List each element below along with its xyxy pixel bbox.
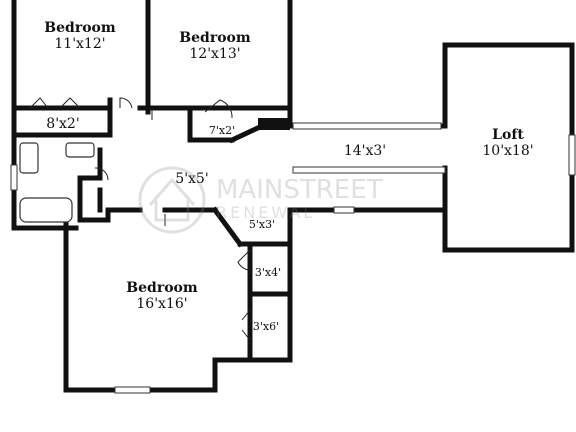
- bathtub-icon: [19, 197, 73, 223]
- closet-n-size: 7'x2': [209, 124, 235, 137]
- bedroom-nw-size: 11'x12': [54, 36, 105, 52]
- exterior-walls: [11, 0, 575, 393]
- toilet-icon: [19, 142, 39, 174]
- windows: [10, 122, 576, 394]
- loft-size: 10'x18': [482, 143, 533, 159]
- bathroom-fixtures: [19, 142, 95, 223]
- bedroom-n-name: Bedroom: [179, 30, 251, 46]
- bedroom-n-size: 12'x13': [189, 46, 240, 62]
- house-logo-icon: [138, 166, 206, 234]
- hall2-size: 5'x5': [175, 171, 208, 187]
- bedroom-s-size: 16'x16': [136, 296, 187, 312]
- closet-s2-size: 3'x6': [253, 320, 279, 333]
- loft-name: Loft: [492, 127, 524, 143]
- bedroom-s-name: Bedroom: [126, 280, 198, 296]
- closet-s1-size: 3'x4': [255, 266, 281, 279]
- bedroom-nw-name: Bedroom: [44, 20, 116, 36]
- watermark: MAINSTREET RENEWAL: [138, 166, 383, 234]
- closet-mid-size: 5'x3': [249, 218, 275, 231]
- closet-nw-size: 8'x2': [46, 116, 79, 132]
- hall-size: 14'x3': [344, 143, 386, 159]
- watermark-sub: RENEWAL: [216, 203, 315, 222]
- door-swings: [29, 97, 251, 341]
- sink-icon: [65, 142, 95, 158]
- watermark-brand: MAINSTREET: [216, 175, 383, 205]
